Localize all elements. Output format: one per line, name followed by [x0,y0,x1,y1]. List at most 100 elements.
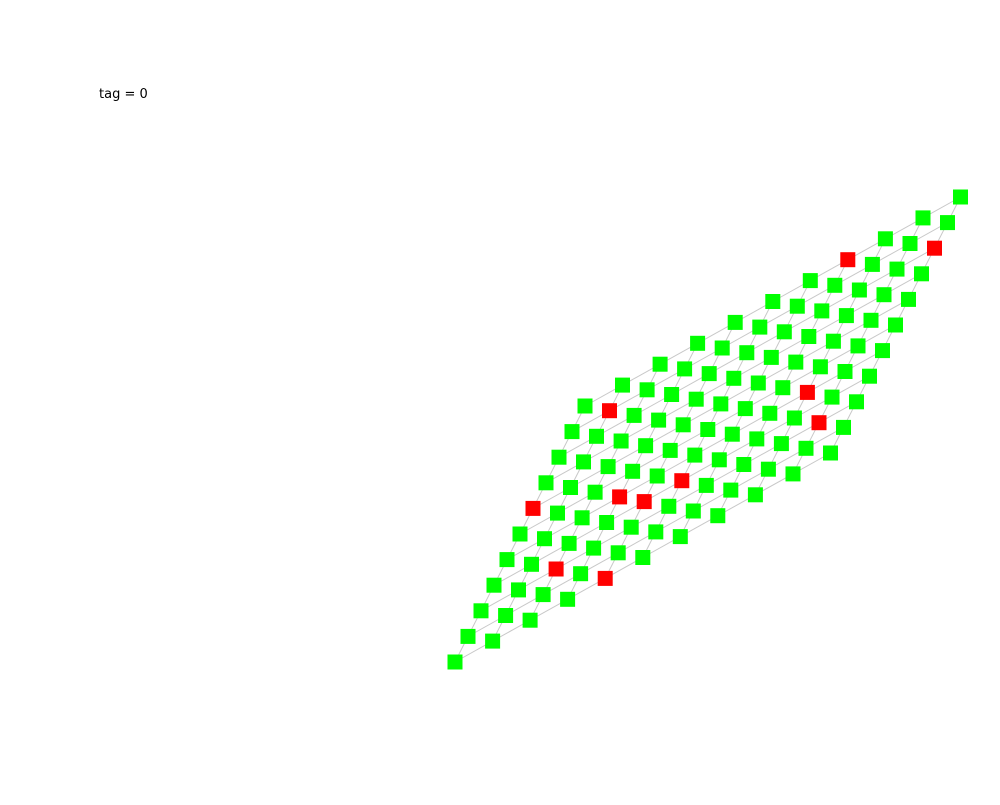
green-node [512,526,528,542]
green-node [473,603,489,619]
green-node [577,398,593,414]
green-node [625,463,641,479]
green-node [664,387,680,402]
green-node [814,303,830,319]
green-node [750,375,766,391]
green-node [851,282,867,298]
green-node [615,377,630,393]
red-node [602,403,617,419]
red-node [636,494,652,510]
green-node [561,535,577,551]
green-node [773,436,789,452]
green-node [535,587,551,603]
green-node [672,529,688,545]
green-node [825,333,841,349]
green-node [613,433,629,449]
green-node [801,329,817,344]
green-node [511,582,526,598]
green-node [798,440,814,456]
green-node [710,508,726,524]
green-node [915,210,931,226]
green-node [447,654,463,670]
green-node [485,633,501,649]
green-node [700,422,716,437]
green-node [560,591,576,607]
green-node [802,273,818,289]
green-node [685,503,701,519]
green-node [877,231,893,247]
green-node [649,468,665,484]
green-node [610,545,626,561]
red-node [811,415,827,431]
green-node [827,277,843,293]
green-node [599,515,615,530]
red-node [597,570,613,586]
green-node [765,294,781,309]
green-node [563,480,578,495]
green-node [737,401,753,417]
green-node [902,236,918,251]
node-layer [447,189,968,670]
red-node [674,473,690,489]
green-node [690,335,706,351]
green-node [888,317,903,333]
tag-label: tag = 0 [99,87,148,102]
red-node [548,561,564,577]
green-node [499,552,515,568]
green-node [698,477,714,493]
green-node [724,426,740,442]
green-node [736,457,752,472]
green-node [623,519,639,535]
green-node [677,361,693,377]
green-node [550,505,565,521]
green-node [786,410,802,426]
green-node [812,359,828,375]
red-node [927,240,942,256]
green-node [635,550,651,565]
green-node [713,396,729,412]
green-node [762,405,778,421]
green-node [749,431,765,447]
green-node [589,428,604,444]
green-node [776,324,792,340]
green-node [586,540,602,556]
green-node [726,370,742,386]
green-node [824,389,840,405]
green-node [727,314,743,330]
green-node [687,447,703,463]
green-node [876,287,892,303]
green-node [537,531,552,547]
green-node [760,461,776,477]
green-node [600,459,616,475]
green-node [486,577,502,593]
green-node [652,356,668,372]
green-node [662,442,678,458]
green-node [587,484,603,500]
green-node [752,319,768,335]
green-node [850,338,866,354]
green-node [747,487,763,503]
green-node [739,345,755,361]
green-node [574,510,590,526]
green-node [823,445,838,461]
green-node [838,308,854,324]
green-node [538,475,554,491]
green-node [849,394,864,410]
green-node [901,291,916,307]
green-node [661,498,677,514]
green-node [940,215,955,231]
green-node [785,466,801,482]
green-node [551,449,567,465]
green-node [953,189,968,205]
green-node [836,419,851,435]
green-node [863,312,879,328]
red-node [799,384,815,400]
green-node [723,482,739,498]
green-node [862,368,877,384]
green-node [914,266,929,282]
green-node [864,256,880,272]
green-node [775,380,791,396]
green-node [498,608,514,623]
green-node [788,354,804,370]
